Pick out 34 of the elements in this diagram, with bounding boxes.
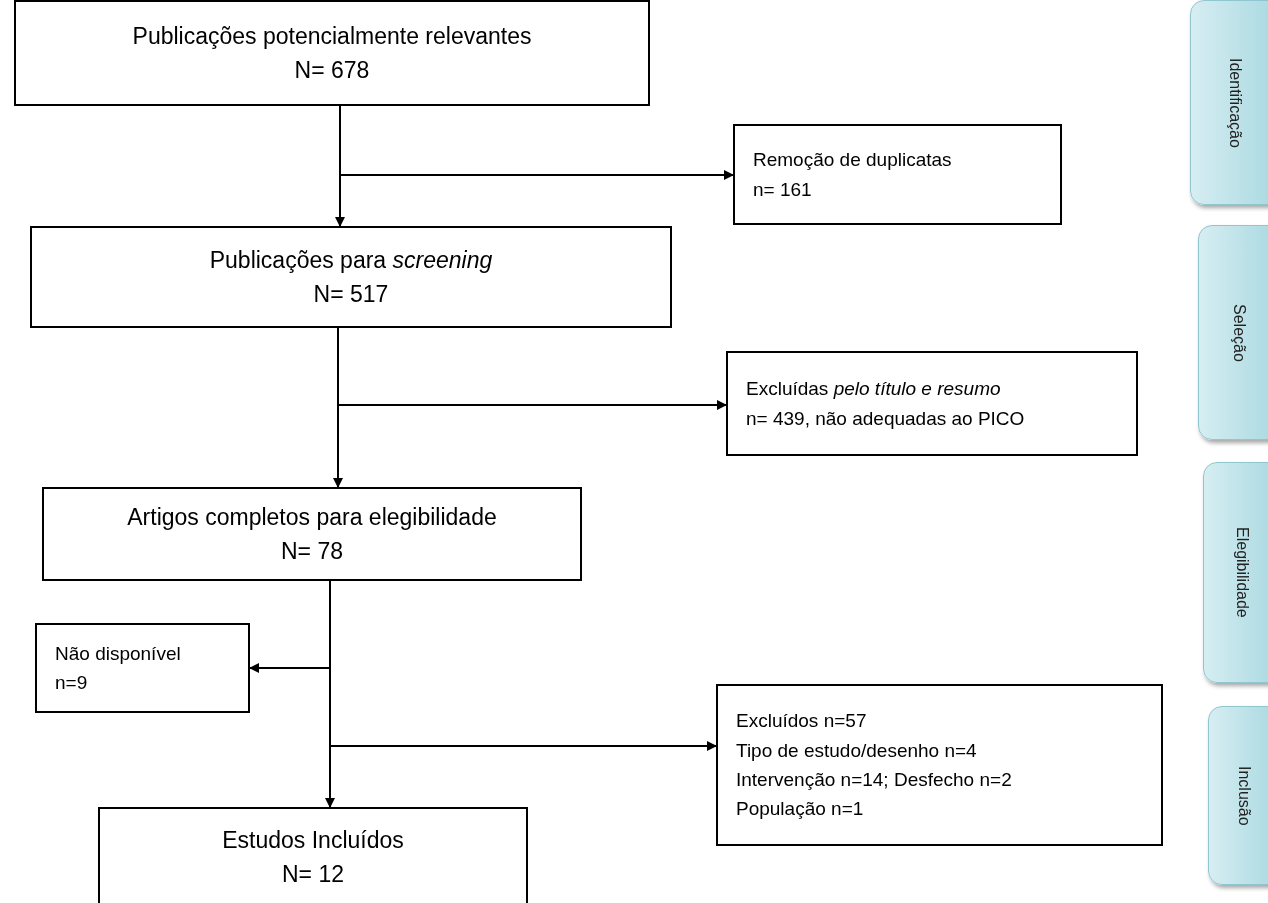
box-text: N= 78 [281, 537, 343, 566]
box-text: Não disponível [55, 641, 181, 666]
phase-tab [1190, 0, 1268, 205]
box-text: N= 12 [282, 860, 344, 889]
process-box [98, 807, 528, 903]
box-text: Remoção de duplicatas [753, 148, 952, 173]
box-title: Publicações potencialmente relevantes [132, 21, 532, 51]
box-text: N= 517 [313, 280, 389, 309]
phase-label: Elegibilidade [1232, 527, 1251, 618]
box-title: Publicações para screening [209, 245, 493, 275]
process-box [733, 124, 1062, 225]
box-text: n= 161 [753, 177, 812, 202]
box-text: N= 678 [294, 56, 370, 85]
phase-tab [1208, 706, 1268, 885]
phase-label: Seleção [1230, 303, 1248, 362]
box-text: Excluídas pelo título e resumo [746, 377, 1001, 402]
process-box [35, 623, 250, 713]
process-box [42, 487, 582, 581]
box-text: n=9 [55, 671, 88, 695]
process-box [30, 226, 672, 328]
box-text: Excluídos n=57 [736, 709, 867, 734]
process-box [716, 684, 1163, 846]
process-box [726, 351, 1138, 456]
box-title: Artigos completos para elegibilidade [127, 502, 497, 532]
phase-tab [1203, 462, 1268, 683]
process-box [14, 0, 650, 106]
box-text: n= 439, não adequadas ao PICO [746, 406, 1025, 431]
phase-tab [1198, 225, 1268, 440]
box-title: Estudos Incluídos [222, 825, 404, 855]
box-text: Tipo de estudo/desenho n=4 [736, 738, 977, 763]
phase-label: Identificação [1226, 57, 1244, 148]
phase-label: Inclusão [1235, 765, 1253, 826]
box-text: Intervenção n=14; Desfecho n=2 [736, 768, 1012, 792]
box-text: População n=1 [736, 797, 864, 822]
